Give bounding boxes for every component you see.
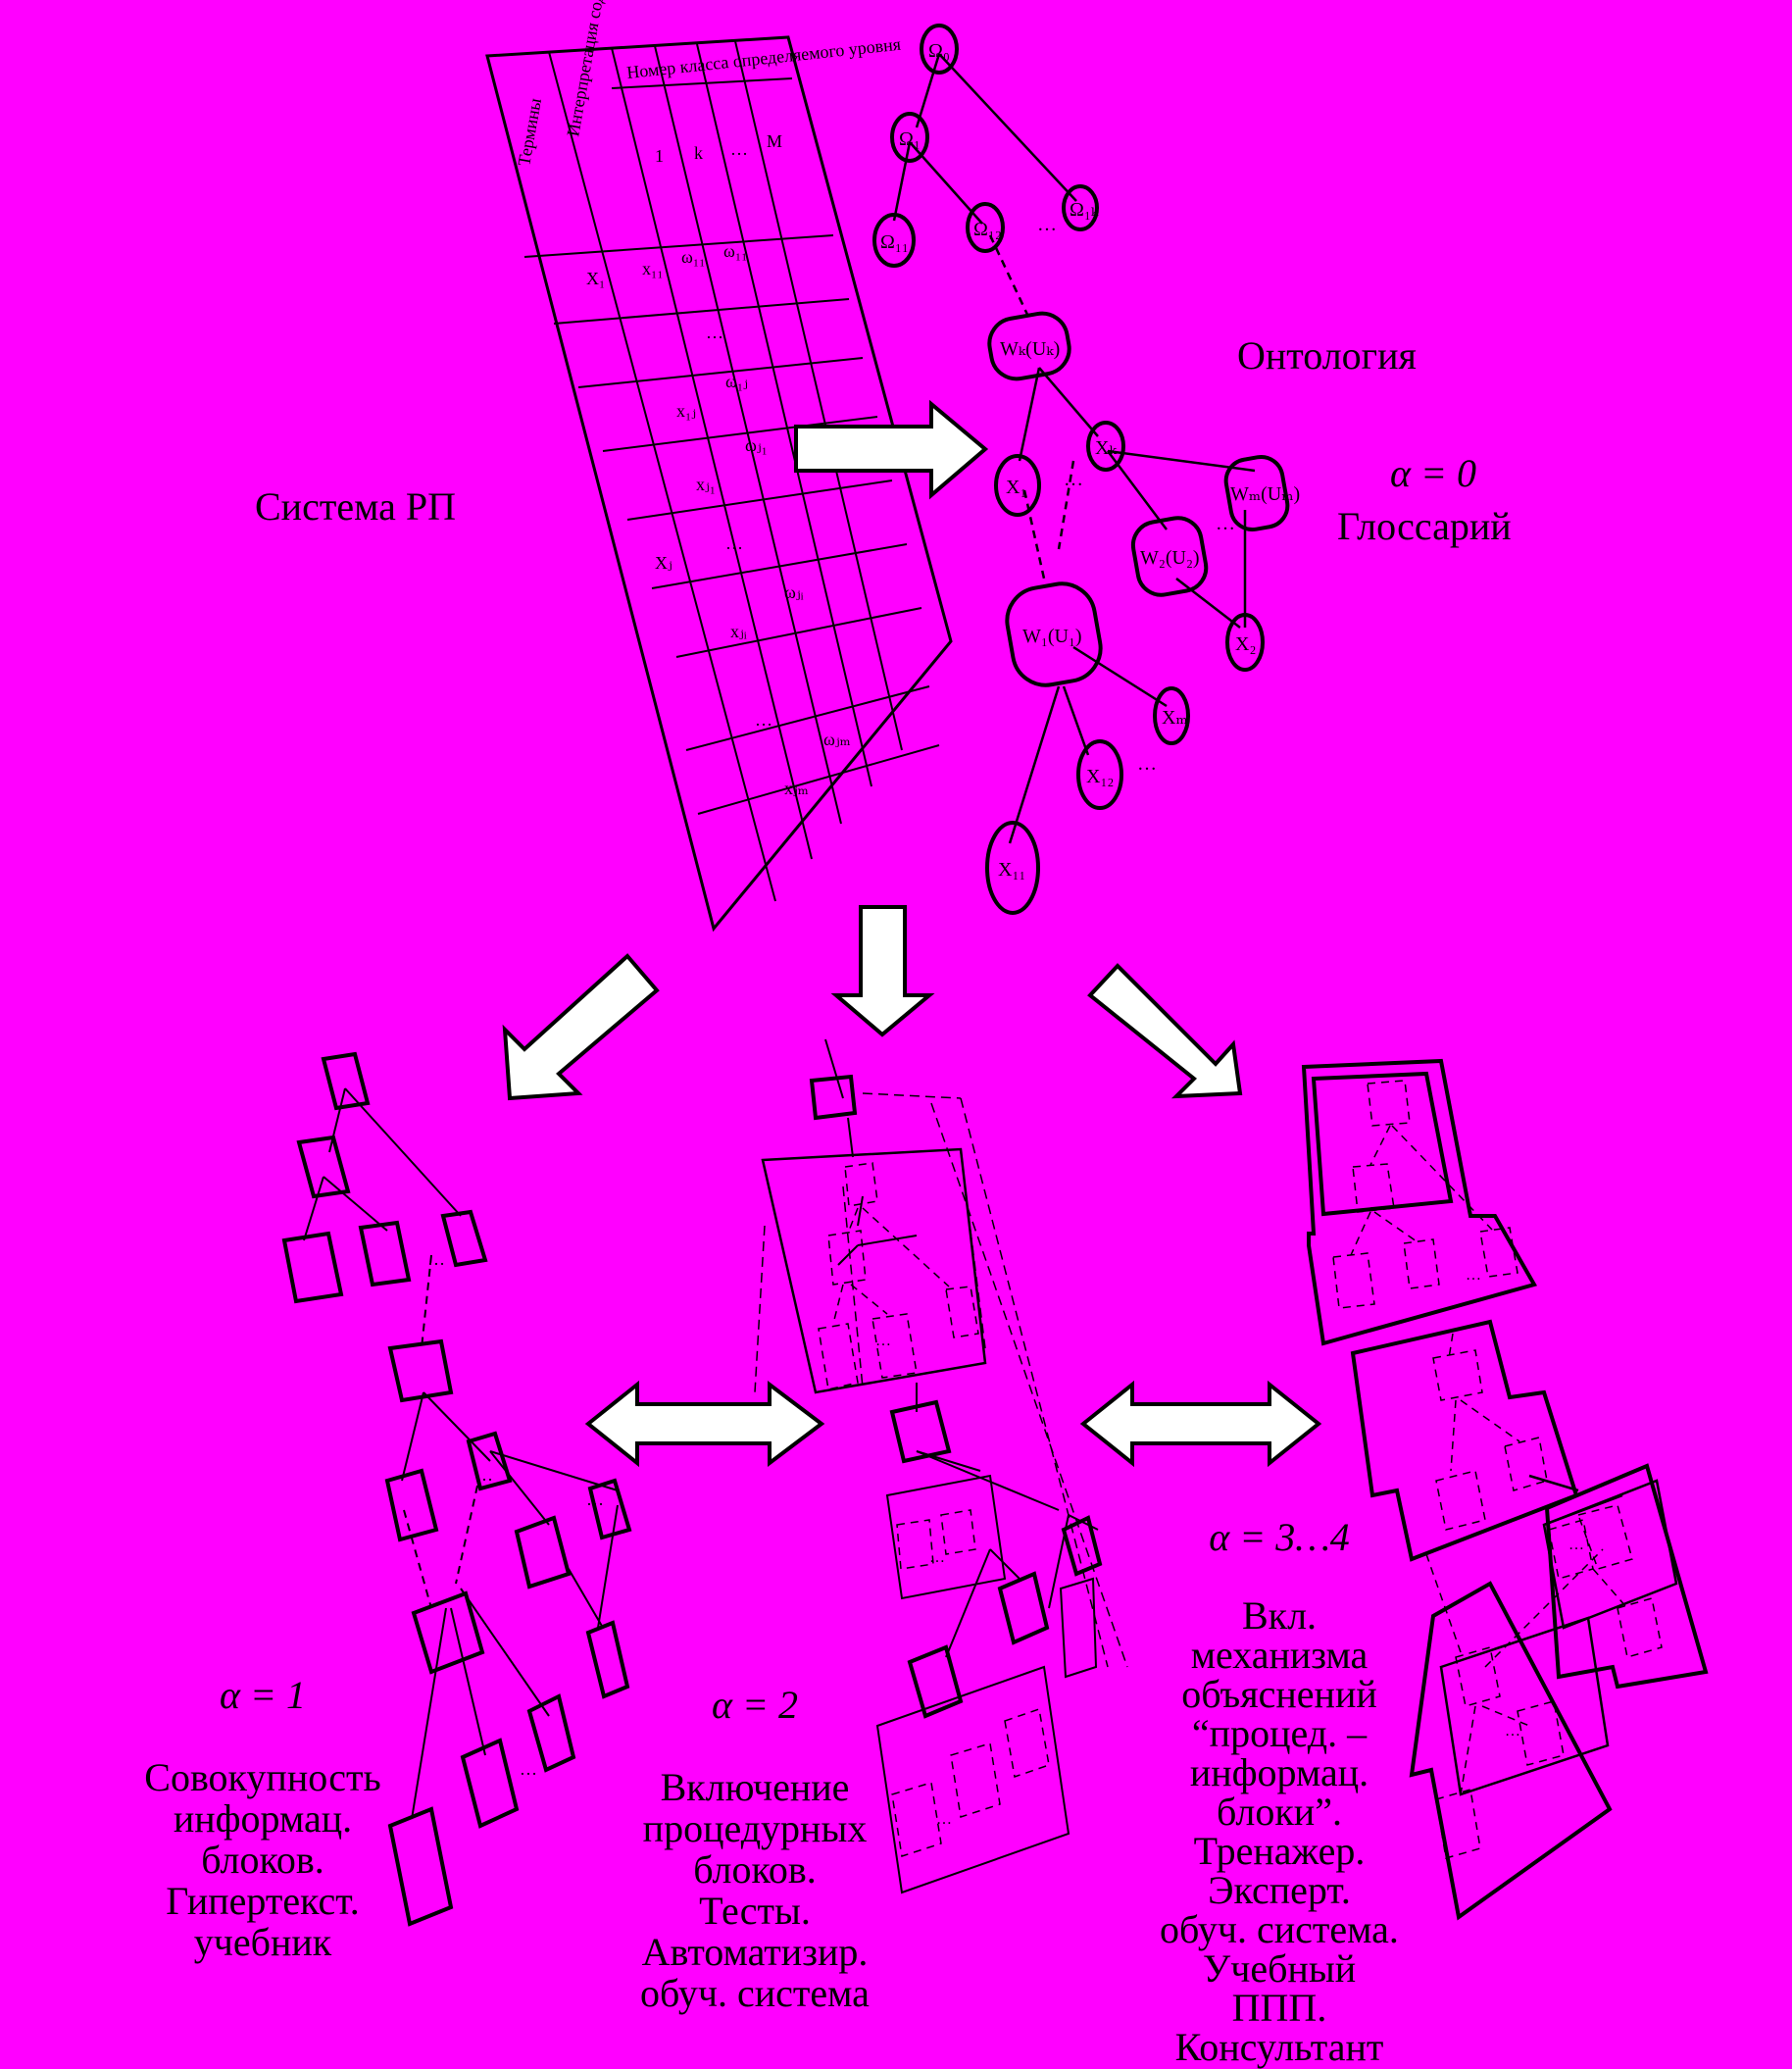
level-2-text: Включение процедурных блоков. Тесты. Авт… — [640, 1765, 870, 2015]
table-row-xj: Xⱼ — [655, 553, 672, 573]
diagram: Термины Интерпретация содержания Номер к… — [281, 0, 1709, 1927]
table-level-k: k — [694, 143, 703, 163]
svg-text:X₁₂: X₁₂ — [1086, 766, 1114, 787]
node-wk — [987, 311, 1071, 381]
table-dots-1: … — [706, 323, 723, 342]
node-x2 — [1225, 613, 1265, 672]
label-glossary: Глоссарий — [1337, 504, 1512, 548]
label-glossary-alpha: α = 0 — [1390, 453, 1476, 494]
svg-text:Ω₀: Ω₀ — [928, 40, 950, 62]
table-level-m: M — [767, 131, 782, 151]
node-xk — [1086, 421, 1125, 472]
label-level-34: α = 3…4 Вкл. механизма объяснений “проце… — [1137, 1479, 1421, 2067]
node-omega1k — [1062, 184, 1099, 231]
label-ontology: Онтология — [1237, 333, 1417, 378]
svg-text:…: … — [427, 1249, 445, 1269]
node-w1 — [1005, 581, 1103, 687]
svg-text:Ω₁: Ω₁ — [899, 128, 921, 150]
table-cell-xjm: xⱼₘ — [784, 779, 809, 798]
arrow-double-left — [584, 1380, 825, 1468]
label-system-rp: Система РП — [255, 484, 456, 529]
ontology-node-labels: Ω₀ Ω₁ Ω₁₁ Ω₁₂ Ω₁ₖ Wₖ(Uₖ) X₁ Xₖ Wₘ(Uₘ) W₂… — [880, 40, 1300, 881]
table-cell-xj1: xⱼ₁ — [696, 475, 716, 494]
table-cell-w11b: ω₁₁ — [723, 241, 747, 261]
svg-text:Wₘ(Uₘ): Wₘ(Uₘ) — [1230, 483, 1300, 505]
table-cell-x11: x₁₁ — [642, 259, 664, 278]
table-dots-3: … — [755, 710, 772, 730]
ontology-edges — [892, 53, 1256, 844]
label-level-2: α = 2 Включение процедурных блоков. Тест… — [608, 1643, 902, 2014]
table-level-dots: … — [730, 139, 748, 159]
arrow-down-center — [830, 905, 935, 1037]
table-col-interpret: Интерпретация содержания — [563, 0, 619, 138]
svg-text:…: … — [1216, 513, 1235, 534]
arrow-table-to-ontology — [794, 399, 989, 500]
ontology-nodes — [872, 24, 1290, 915]
node-w2 — [1130, 516, 1209, 597]
node-x1 — [994, 454, 1041, 517]
table-cell-x1j: x₁ⱼ — [676, 401, 696, 421]
level-1-text: Совокупность информац. блоков. Гипертекс… — [144, 1755, 381, 1964]
svg-text:Wₖ(Uₖ): Wₖ(Uₖ) — [1000, 338, 1060, 360]
table-dots-2: … — [725, 533, 743, 553]
alpha-0: α = 0 — [1390, 451, 1476, 495]
node-wm — [1223, 454, 1290, 532]
node-omega12 — [966, 202, 1005, 253]
svg-text:W₂(U₂): W₂(U₂) — [1140, 547, 1200, 569]
level-34-text: Вкл. механизма объяснений “процед. – инф… — [1160, 1593, 1399, 2069]
svg-text:…: … — [520, 1759, 537, 1779]
table-cell-wjm: ωⱼₘ — [823, 730, 851, 749]
svg-text:W₁(U₁): W₁(U₁) — [1022, 626, 1082, 647]
svg-text:…: … — [1466, 1267, 1481, 1284]
svg-text:…: … — [475, 1465, 493, 1485]
svg-text:X₁₁: X₁₁ — [998, 859, 1025, 881]
alpha-34: α = 3…4 — [1209, 1515, 1350, 1559]
svg-text:…: … — [1137, 753, 1157, 775]
arrow-down-right — [1087, 963, 1243, 1099]
node-omega0 — [920, 24, 959, 75]
svg-text:…: … — [1037, 214, 1057, 235]
table-cell-w1j: ω₁ⱼ — [725, 372, 748, 391]
svg-text:…: … — [1064, 469, 1083, 490]
alpha-2: α = 2 — [712, 1683, 798, 1727]
table-col-levels: Номер класса определяемого уровня — [625, 34, 902, 82]
tree-level-2: … … … — [754, 1038, 1128, 1894]
node-omega1 — [890, 112, 929, 163]
table-cell-w11a: ω₁₁ — [681, 247, 705, 267]
block-arrows — [502, 399, 1322, 1468]
label-level-1: α = 1 Совокупность информац. блоков. Гип… — [125, 1634, 400, 1963]
table-cell-wj1: ωⱼ₁ — [745, 435, 768, 455]
svg-text:…: … — [936, 1811, 952, 1828]
table-cell-wji: ωⱼᵢ — [784, 582, 804, 602]
svg-text:Ω₁₂: Ω₁₂ — [973, 219, 1002, 240]
alpha-1: α = 1 — [220, 1673, 306, 1717]
svg-text:X₁: X₁ — [1006, 477, 1026, 498]
rp-table — [485, 35, 953, 933]
svg-text:…: … — [1505, 1723, 1520, 1740]
svg-text:…: … — [1568, 1537, 1584, 1553]
tree-level-1: … … … … — [281, 1051, 632, 1927]
node-omega11 — [872, 213, 916, 268]
table-col-terms: Термины — [514, 97, 545, 168]
node-xm1 — [1153, 686, 1190, 745]
svg-text:Xₖ: Xₖ — [1095, 437, 1117, 459]
svg-text:…: … — [929, 1549, 945, 1566]
table-row-x1: X₁ — [586, 269, 605, 288]
node-x11 — [985, 821, 1040, 915]
svg-text:…: … — [586, 1489, 604, 1509]
svg-text:X₂: X₂ — [1235, 633, 1256, 655]
svg-text:Ω₁₁: Ω₁₁ — [880, 231, 909, 253]
table-cell-xji: xⱼᵢ — [730, 622, 747, 641]
rp-table-text: Термины Интерпретация содержания Номер к… — [514, 0, 902, 798]
node-x12 — [1076, 739, 1123, 810]
arrow-double-right — [1079, 1380, 1322, 1468]
tree-level-34: … … … — [1301, 1058, 1709, 1921]
svg-text:…: … — [875, 1333, 891, 1349]
svg-text:Xₘ: Xₘ — [1162, 707, 1188, 729]
arrow-down-left — [502, 953, 660, 1101]
svg-text:Ω₁ₖ: Ω₁ₖ — [1070, 199, 1099, 221]
table-level-1: 1 — [655, 146, 664, 166]
